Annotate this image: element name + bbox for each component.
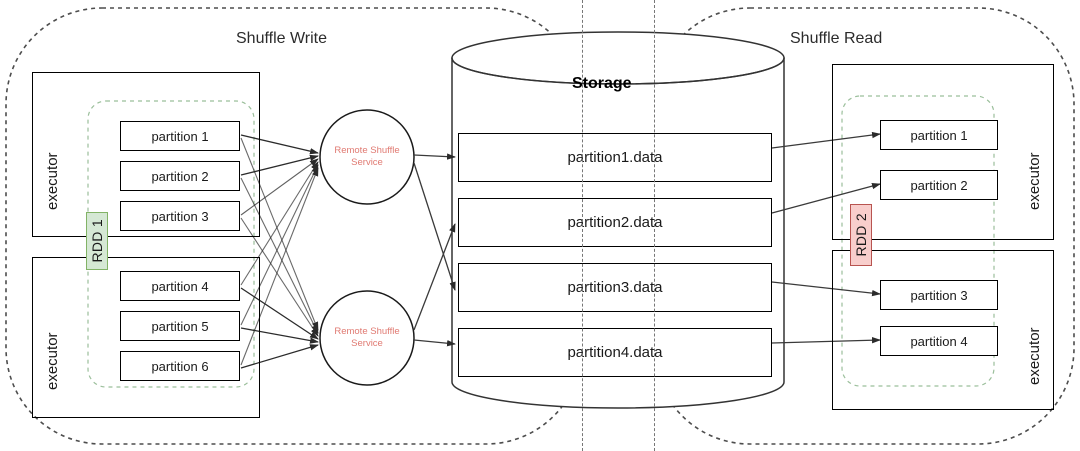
write-partition-4[interactable]: partition 4 bbox=[120, 271, 240, 301]
read-executor-2-label: executor bbox=[1026, 327, 1043, 385]
write-partition-2[interactable]: partition 2 bbox=[120, 161, 240, 191]
read-partition-2[interactable]: partition 2 bbox=[880, 170, 998, 200]
write-executor-1-label: executor bbox=[44, 152, 61, 210]
write-partition-1[interactable]: partition 1 bbox=[120, 121, 240, 151]
read-partition-3[interactable]: partition 3 bbox=[880, 280, 998, 310]
read-executor-2 bbox=[832, 250, 1054, 410]
write-region-divider bbox=[582, 0, 583, 451]
rss-1-line2: Service bbox=[351, 157, 383, 168]
shuffle-read-title: Shuffle Read bbox=[790, 30, 883, 47]
write-executor-2 bbox=[32, 257, 260, 418]
rss-2-line1: Remote Shuffle bbox=[334, 326, 400, 337]
storage-title: Storage bbox=[572, 75, 632, 92]
read-partition-4[interactable]: partition 4 bbox=[880, 326, 998, 356]
rdd2-tag: RDD 2 bbox=[850, 204, 872, 266]
write-executor-2-label: executor bbox=[44, 332, 61, 390]
storage-file-partition4[interactable]: partition4.data bbox=[458, 328, 772, 377]
read-region-divider bbox=[654, 0, 655, 451]
write-partition-6[interactable]: partition 6 bbox=[120, 351, 240, 381]
rdd1-tag-label: RDD 1 bbox=[89, 219, 105, 263]
storage-file-partition3[interactable]: partition3.data bbox=[458, 263, 772, 312]
read-partition-1[interactable]: partition 1 bbox=[880, 120, 998, 150]
read-executor-1-label: executor bbox=[1026, 152, 1043, 210]
storage-file-partition1[interactable]: partition1.data bbox=[458, 133, 772, 182]
write-executor-1 bbox=[32, 72, 260, 237]
remote-shuffle-service-2-label: Remote Shuffle Service bbox=[317, 326, 417, 350]
rdd1-tag: RDD 1 bbox=[86, 212, 108, 270]
read-executor-1 bbox=[832, 64, 1054, 240]
rss-1-line1: Remote Shuffle bbox=[334, 145, 400, 156]
rss-to-storage-edges bbox=[413, 153, 456, 347]
rss-2-line2: Service bbox=[351, 338, 383, 349]
remote-shuffle-service-1-label: Remote Shuffle Service bbox=[317, 145, 417, 169]
shuffle-write-title: Shuffle Write bbox=[236, 30, 328, 47]
storage-file-partition2[interactable]: partition2.data bbox=[458, 198, 772, 247]
write-partition-3[interactable]: partition 3 bbox=[120, 201, 240, 231]
rdd2-tag-label: RDD 2 bbox=[853, 213, 869, 257]
write-partition-5[interactable]: partition 5 bbox=[120, 311, 240, 341]
